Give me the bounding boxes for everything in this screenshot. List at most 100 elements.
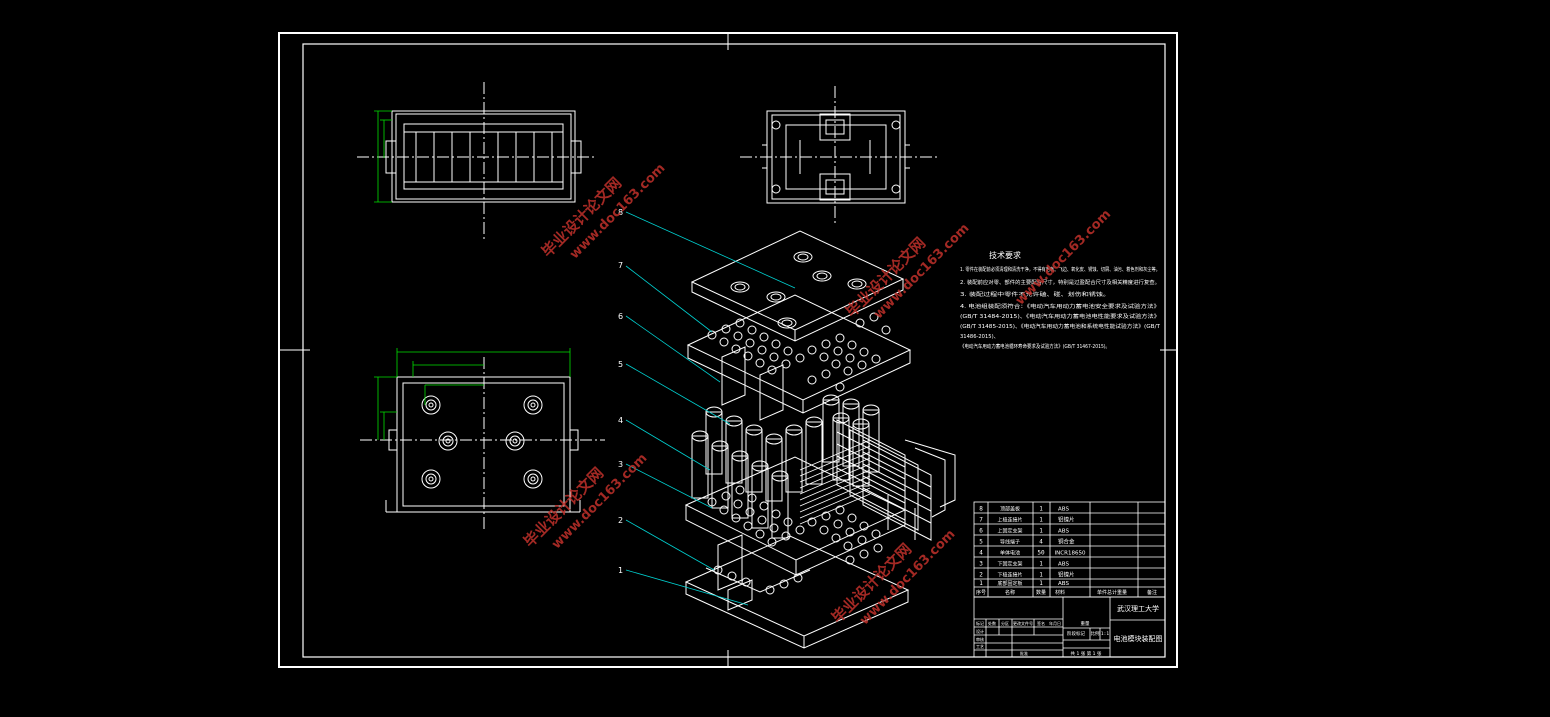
bom-qty: 1 (1039, 580, 1043, 587)
part-4-battery-cells (691, 394, 880, 539)
exploded-isometric-view (684, 230, 956, 649)
tech-req-line-1: 1. 零件在装配前必须清理和清洗干净，不得有毛刺、飞边、氧化皮、锈蚀、切屑、油污… (960, 265, 1160, 273)
side-view-dimensions (374, 110, 392, 203)
bom-name: 下固定支架 (997, 561, 1022, 568)
bom-header-note: 备注 (1147, 589, 1157, 596)
bom-no: 5 (979, 539, 983, 546)
tech-req-line-2: 2. 装配前应对零、部件的主要配合尺寸，特别是过盈配合尺寸及相关精度进行复查。 (960, 278, 1160, 286)
bom-no: 6 (979, 528, 983, 535)
balloon-6: 6 (618, 312, 623, 321)
tech-req-line-5: (GB/T 31484-2015)、《电动汽车用动力蓄电池电性能要求及试验方法》 (960, 312, 1160, 320)
balloon-numbers: 8 7 6 5 4 3 2 1 (618, 208, 623, 575)
title-block-label-change: 更改文件号 (1013, 620, 1033, 626)
bom-qty: 4 (1039, 539, 1043, 546)
bom-rows: 8 顶部盖板 1 ABS 7 上极连接片 1 铝镍片 6 上固定支架 1 ABS… (976, 506, 1157, 597)
title-block-role-approve: 批准 (1020, 650, 1028, 656)
watermark: 毕业设计论文网 www.doc163.com (520, 451, 650, 552)
plan-view-dimensions (374, 348, 571, 440)
bom-no: 8 (979, 506, 983, 513)
tech-req-line-3: 3. 装配过程中零件不允许磕、碰、划伤和锈蚀。 (960, 290, 1110, 298)
title-block-drawing-name: 电池模块装配图 (1114, 634, 1163, 643)
centering-marks (279, 33, 1177, 667)
bom-header-name: 名称 (1005, 589, 1015, 596)
tech-req-title: 技术要求 (989, 250, 1021, 260)
bom-header-qty: 数量 (1036, 589, 1046, 596)
bom-name: 上固定支架 (997, 528, 1022, 535)
title-block-role-design: 设计 (976, 628, 984, 634)
part-2-lower-strip (705, 543, 883, 595)
bom-material: 铝镍片 (1058, 571, 1075, 579)
bom-qty: 1 (1039, 561, 1043, 568)
title-block-label-sign: 签名 (1037, 620, 1045, 626)
bom-row-7: 7 上极连接片 1 铝镍片 (979, 516, 1074, 524)
inner-frame (302, 43, 1166, 658)
bom-name: 下极连接片 (997, 572, 1022, 579)
bom-header-weight: 单件总计重量 (1097, 589, 1127, 596)
bom-material: ABS (1058, 529, 1069, 535)
upper-bracket-holes (707, 312, 891, 392)
title-block-label-date: 年月日 (1049, 620, 1061, 626)
part-8-top-cover (690, 230, 905, 342)
bom-row-5: 5 导线端子 4 铜合金 (979, 538, 1075, 546)
title-block-org: 武汉理工大学 (1117, 604, 1159, 613)
bom-qty: 1 (1039, 528, 1043, 535)
title-block-stage-label: 阶段标记 (1067, 630, 1085, 637)
bom-row-2: 2 下极连接片 1 铝镍片 (979, 571, 1074, 579)
bom-material: 铜合金 (1058, 538, 1075, 546)
bom-row-6: 6 上固定支架 1 ABS (979, 528, 1069, 535)
title-block-scale: 1:1 (1101, 631, 1109, 637)
tech-req-line-8: 《电动汽车用动力蓄电池循环寿命要求及试验方法》(GB/T 31467-2015)… (960, 342, 1110, 350)
part-6-upper-bracket (686, 294, 912, 421)
watermarks: 毕业设计论文网 www.doc163.com 毕业设计论文网 www.doc16… (520, 161, 1114, 628)
title-block-label-mark: 标记 (976, 620, 984, 626)
bom-no: 2 (979, 572, 983, 579)
balloon-7: 7 (618, 261, 623, 270)
bom-note: INCR18650 (1055, 551, 1086, 557)
title-block-weight-label: 重量 (1081, 620, 1090, 627)
balloon-2: 2 (618, 516, 623, 525)
part-5-side-plates (836, 419, 956, 541)
tech-req-line-4: 4. 电池组装配须符合：《电动汽车用动力蓄电池安全要求及试验方法》 (960, 302, 1160, 310)
title-block (973, 596, 1166, 658)
bom-row-8: 8 顶部盖板 1 ABS (979, 506, 1069, 513)
bom-name: 底部固定板 (997, 580, 1022, 587)
part-3-lower-bracket (684, 456, 907, 591)
balloon-4: 4 (618, 416, 623, 425)
bom-header-material: 材料 (1055, 589, 1065, 596)
bom-no: 7 (979, 517, 983, 524)
bom-name: 单体电池 (1000, 550, 1020, 557)
part-1-base-plate (684, 535, 910, 649)
end-view (740, 86, 940, 226)
balloon-5: 5 (618, 360, 623, 369)
bom-row-3: 3 下固定支架 1 ABS (979, 561, 1069, 568)
bom-qty: 1 (1039, 517, 1043, 524)
tech-req-line-7: 31486-2015)、 (960, 334, 999, 340)
title-block-scale-label: 比例 (1091, 630, 1100, 637)
bom-material: ABS (1058, 581, 1069, 587)
lower-bracket-holes (707, 485, 881, 551)
balloon-8: 8 (618, 208, 623, 217)
title-block-text: 武汉理工大学 电池模块装配图 比例 1:1 阶段标记 重量 共 1 张 第 1 … (976, 604, 1163, 657)
title-block-role-review: 审核 (976, 636, 984, 642)
side-view (357, 82, 595, 240)
bom-name: 导线端子 (1000, 539, 1020, 546)
bom-material: ABS (1058, 562, 1069, 568)
bom-qty: 1 (1039, 506, 1043, 513)
bom-no: 3 (979, 561, 983, 568)
tech-req-line-6: (GB/T 31485-2015)、《电动汽车用动力蓄电池和系统电性能试验方法》… (960, 322, 1161, 330)
bom-qty: 50 (1037, 550, 1045, 557)
bom-row-1: 1 底部固定板 1 ABS (979, 580, 1069, 587)
bom-name: 上极连接片 (997, 517, 1022, 524)
balloon-leaders (625, 211, 796, 606)
balloon-1: 1 (618, 566, 623, 575)
bom-no: 1 (979, 580, 983, 587)
cell-row-back (705, 406, 823, 502)
balloon-3: 3 (618, 460, 623, 469)
bom-no: 4 (979, 550, 983, 557)
watermark: 毕业设计论文网 www.doc163.com (842, 221, 972, 322)
bom-row-4: 4 单体电池 50 INCR18650 (979, 550, 1086, 557)
bom-material: 铝镍片 (1058, 516, 1075, 524)
plan-bolt-holes (421, 395, 543, 489)
bom-header-row: 序号 名称 数量 材料 单件总计重量 备注 (976, 589, 1157, 596)
